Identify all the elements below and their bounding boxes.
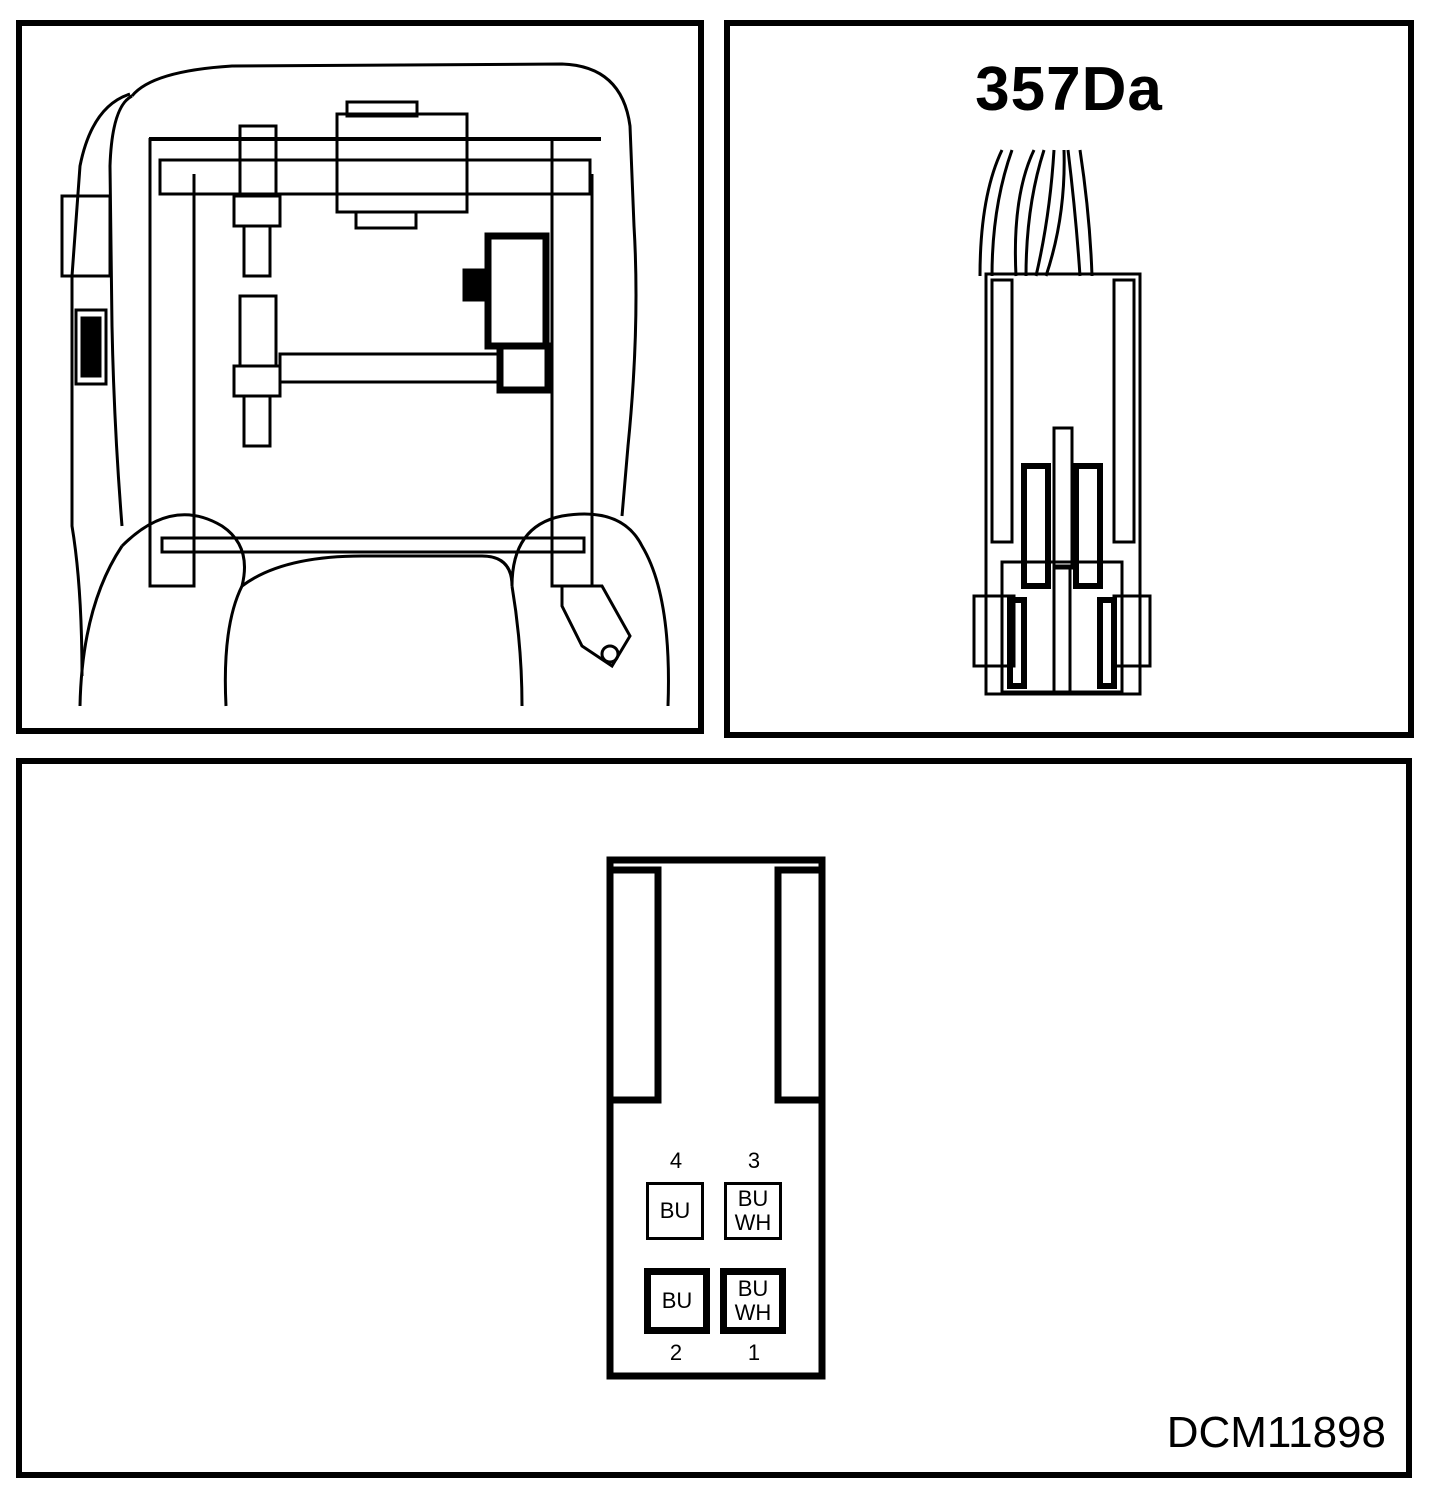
connector-face-outline xyxy=(606,856,826,1380)
pin-number-4: 4 xyxy=(669,1148,683,1173)
upper-crossbar xyxy=(158,158,592,196)
pin-2-cavity: BU xyxy=(644,1268,710,1334)
pin-number-1: 1 xyxy=(747,1340,761,1365)
document-id: DCM11898 xyxy=(1166,1408,1386,1457)
middle-bar xyxy=(278,352,502,384)
pin-number-2: 2 xyxy=(669,1340,683,1365)
pinout-panel: 4 3 BU BU WH BU BU WH 2 1 DCM11898 xyxy=(16,758,1412,1478)
connector-location-panel xyxy=(16,20,704,734)
pin-4-color: BU xyxy=(659,1198,691,1223)
highlighted-connector xyxy=(484,232,550,350)
seat-outline-left xyxy=(108,94,133,527)
pin-4-cavity: BU xyxy=(646,1182,704,1240)
pin-number-3: 3 xyxy=(747,1148,761,1173)
pin-3-cavity: BU WH xyxy=(724,1182,782,1240)
lower-crossbar xyxy=(160,536,586,554)
pin-3-color: BU xyxy=(737,1186,769,1211)
motor-housing xyxy=(335,112,469,214)
pin-1-color-stripe: WH xyxy=(734,1300,772,1325)
connector-id-label: 357Da xyxy=(975,55,1163,124)
connector-side-view xyxy=(972,149,1152,696)
pin-1-cavity: BU WH xyxy=(720,1268,786,1334)
connector-body xyxy=(984,272,1142,696)
seat-back-drawing xyxy=(60,62,670,707)
connector-view-panel: 357Da xyxy=(724,20,1414,738)
seat-outline xyxy=(130,62,638,517)
wire-1 xyxy=(978,149,1004,277)
pin-3-color-stripe: WH xyxy=(734,1210,772,1235)
pin-2-color: BU xyxy=(661,1288,693,1313)
pin-1-color: BU xyxy=(737,1276,769,1301)
